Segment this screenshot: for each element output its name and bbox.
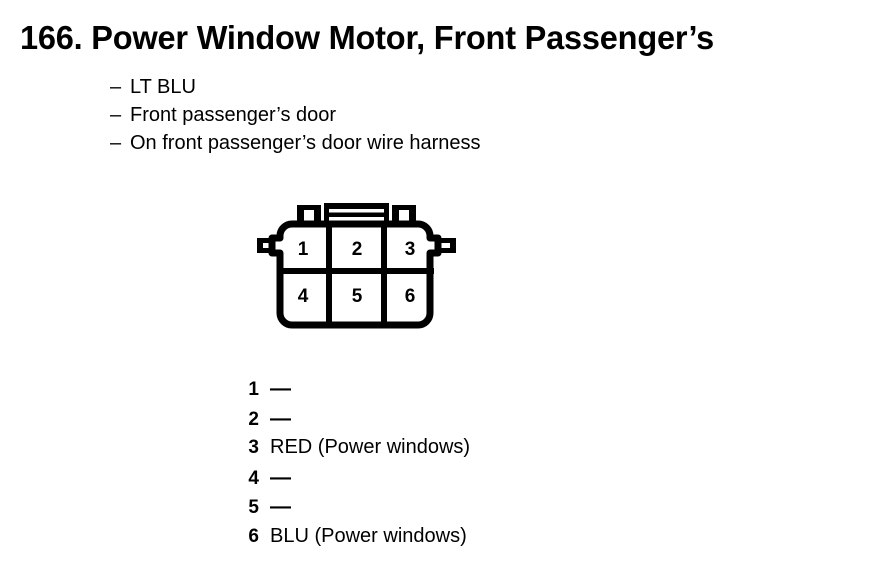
legend-row: 5 — (232, 492, 652, 522)
page-title: 166. Power Window Motor, Front Passenger… (20, 19, 715, 56)
connector-pin-5: 5 (352, 286, 363, 307)
description-item-label: LT BLU (130, 76, 196, 98)
legend-pin-number: 5 (248, 497, 259, 518)
description-item-label: Front passenger’s door (130, 104, 337, 126)
dash-bullet-icon: – (110, 132, 122, 154)
legend-pin-description: — (270, 377, 291, 400)
connector-diagram: 1 2 3 4 5 6 (250, 196, 470, 336)
connector-pin-6: 6 (405, 286, 416, 307)
legend-pin-number: 2 (248, 408, 259, 430)
legend-row: 1 — (232, 374, 652, 404)
legend-pin-number: 1 (248, 379, 259, 400)
legend-row: 6 BLU (Power windows) (232, 522, 652, 552)
connector-pin-3: 3 (405, 239, 416, 260)
connector-pin-2: 2 (352, 239, 363, 260)
connector-outline-icon: 1 2 3 4 5 6 (257, 203, 456, 329)
connector-pin-4: 4 (298, 286, 309, 307)
dash-bullet-icon: – (110, 76, 122, 98)
description-item: – LT BLU (110, 73, 710, 101)
description-item: – Front passenger’s door (110, 101, 710, 129)
description-item-label: On front passenger’s door wire harness (130, 132, 481, 154)
legend-pin-description: BLU (Power windows) (270, 524, 467, 547)
legend-pin-number: 4 (248, 467, 259, 489)
legend-row: 2 — (232, 404, 652, 434)
description-list: – LT BLU – Front passenger’s door – On f… (110, 73, 710, 157)
connector-body (268, 220, 442, 329)
pin-legend: 1 — 2 — 3 RED (Power windows) 4 — 5 — 6 … (232, 374, 652, 551)
connector-cell-dividers (279, 226, 434, 322)
legend-pin-description: — (270, 465, 291, 489)
legend-pin-description: — (270, 495, 291, 518)
legend-pin-description: RED (Power windows) (270, 436, 471, 458)
description-item: – On front passenger’s door wire harness (110, 129, 710, 157)
legend-row: 4 — (232, 463, 652, 493)
legend-pin-description: — (270, 406, 291, 430)
dash-bullet-icon: – (110, 104, 122, 126)
legend-row: 3 RED (Power windows) (232, 433, 652, 463)
connector-pin-1: 1 (298, 239, 309, 260)
legend-pin-number: 3 (248, 437, 259, 458)
legend-pin-number: 6 (248, 525, 259, 547)
